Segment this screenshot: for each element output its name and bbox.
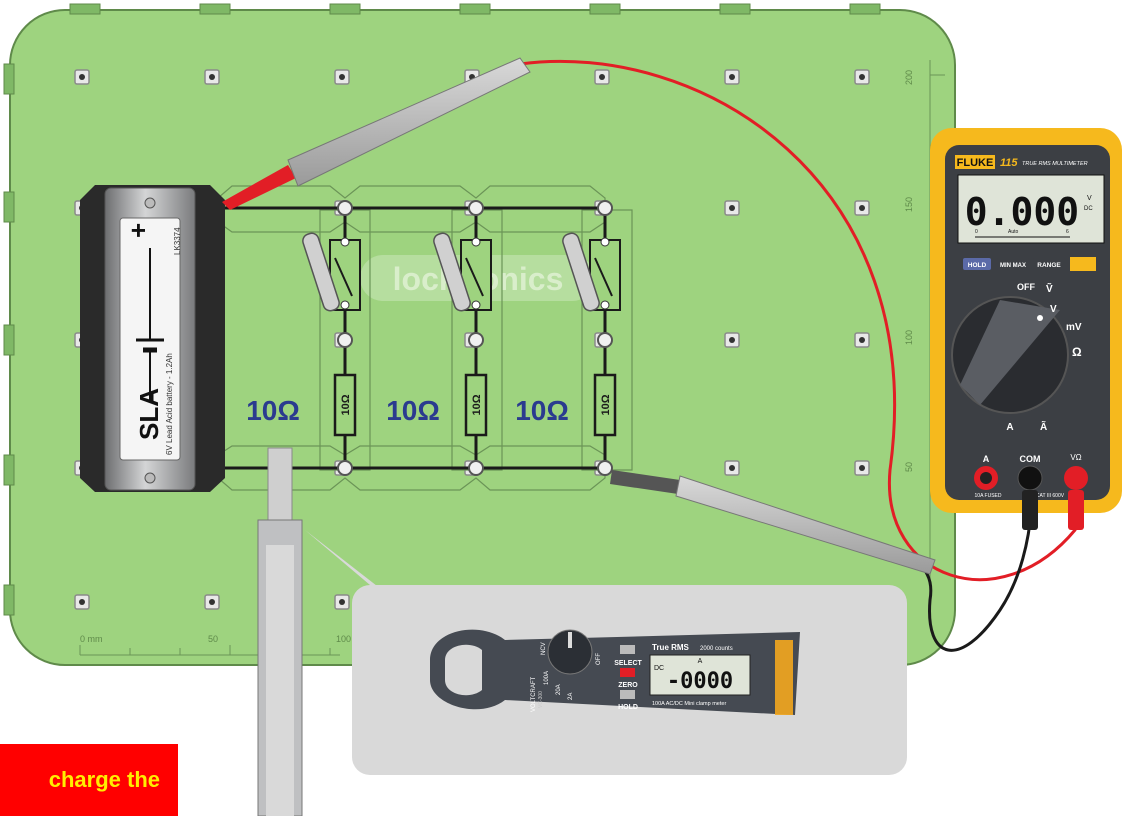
- clamp-off: OFF: [596, 653, 602, 665]
- clamp-range-2: 2A: [568, 693, 574, 700]
- board-peg-hole: [209, 74, 215, 80]
- board-peg-hole: [729, 74, 735, 80]
- ruler-bottom-tick-1: 50: [208, 634, 218, 644]
- fluke-unit-bottom: DC: [1084, 206, 1093, 212]
- fluke-model-desc: TRUE RMS MULTIMETER: [1022, 161, 1088, 167]
- ruler-bottom-tick-0: 0 mm: [80, 634, 103, 644]
- board-peg-hole: [209, 599, 215, 605]
- fluke-jack-a-note: 10A FUSED: [975, 493, 1002, 499]
- clamp-hold-button[interactable]: HOLD: [618, 704, 638, 711]
- resistor-2-label: 10Ω: [386, 395, 440, 426]
- fluke-minmax-button[interactable]: MIN MAX: [1000, 263, 1026, 269]
- fluke-jack-v: VΩ: [1070, 453, 1081, 462]
- fluke-dial-v-dc: V: [1050, 304, 1057, 315]
- resistor-3-body-label: 10Ω: [600, 394, 612, 415]
- clamp-ncv: NCV: [541, 642, 547, 655]
- fluke-model: 115: [1000, 157, 1018, 169]
- fluke-dial-a: A: [1006, 422, 1013, 433]
- clamp-dc: DC: [654, 665, 664, 672]
- clamp-select-button[interactable]: SELECT: [614, 660, 642, 667]
- warning-banner: charge the: [0, 744, 178, 816]
- fluke-dial-a-ac: Ã: [1040, 420, 1047, 433]
- ruler-right-tick-0: 200: [904, 70, 914, 85]
- fluke-jack-a: A: [983, 454, 990, 464]
- resistor-1-body-label: 10Ω: [340, 394, 352, 415]
- clamp-range-0: 100A: [544, 671, 550, 685]
- clamp-brand: VOLTCRAFT: [531, 676, 537, 712]
- clamp-counts: 2000 counts: [700, 646, 733, 652]
- board-peg-hole: [859, 74, 865, 80]
- clamp-true-rms: True RMS: [652, 643, 690, 652]
- board-peg-hole: [859, 337, 865, 343]
- board-peg-hole: [79, 74, 85, 80]
- warning-text: charge the: [49, 767, 160, 793]
- fluke-dial-off: OFF: [1017, 282, 1035, 292]
- battery: + SLA LK3374 6V Lead Acid battery - 1.2A…: [80, 185, 225, 492]
- fluke-scale-mid: Auto: [1008, 229, 1019, 235]
- fluke-dial-v-ac: Ṽ: [1046, 282, 1053, 295]
- clamp-reading: -0000: [667, 669, 733, 694]
- board-peg-hole: [339, 74, 345, 80]
- clamp-model: VC-300: [538, 691, 544, 708]
- board-peg-hole: [859, 465, 865, 471]
- clamp-zero-button[interactable]: ZERO: [618, 682, 638, 689]
- battery-code: LK3374: [173, 227, 182, 255]
- board-peg-hole: [599, 74, 605, 80]
- board-peg-hole: [729, 205, 735, 211]
- fluke-scale-left: 0: [975, 229, 978, 235]
- fluke-brand: FLUKE: [957, 157, 994, 169]
- clamp-unit: A: [698, 658, 703, 665]
- fluke-hold-button[interactable]: HOLD: [968, 262, 987, 269]
- board-peg-hole: [79, 599, 85, 605]
- clamp-meter: SELECT ZERO HOLD True RMS 2000 counts A …: [430, 630, 800, 715]
- board-peg-hole: [729, 337, 735, 343]
- battery-label: SLA: [134, 388, 164, 440]
- clamp-range-1: 20A: [556, 684, 562, 695]
- ruler-right-tick-1: 150: [904, 197, 914, 212]
- board-peg-hole: [729, 465, 735, 471]
- battery-plus: +: [123, 223, 153, 238]
- ruler-right-tick-3: 50: [904, 462, 914, 472]
- board-peg-hole: [859, 205, 865, 211]
- fluke-reading: 0.000: [965, 190, 1079, 234]
- resistor-2-body-label: 10Ω: [471, 394, 483, 415]
- fluke-multimeter: FLUKE 115 TRUE RMS MULTIMETER 0.000 V DC…: [930, 128, 1122, 530]
- board-peg-hole: [339, 599, 345, 605]
- fluke-dial-ohm: Ω: [1072, 345, 1082, 359]
- ruler-right-tick-2: 100: [904, 330, 914, 345]
- fluke-jack-cat: CAT III 600V: [1036, 493, 1065, 499]
- fluke-dial-mv: mV: [1066, 322, 1082, 333]
- ruler-bottom-tick-2: 100: [336, 634, 351, 644]
- battery-description: 6V Lead Acid battery - 1.2Ah: [165, 353, 174, 455]
- fluke-range-button[interactable]: RANGE: [1037, 262, 1061, 269]
- fluke-scale-right: 6: [1066, 229, 1069, 235]
- resistor-1-label: 10Ω: [246, 395, 300, 426]
- fluke-jack-com: COM: [1020, 454, 1041, 464]
- clamp-desc: 100A AC/DC Mini clamp meter: [652, 701, 726, 707]
- resistor-3-label: 10Ω: [515, 395, 569, 426]
- fluke-unit-top: V: [1087, 195, 1092, 202]
